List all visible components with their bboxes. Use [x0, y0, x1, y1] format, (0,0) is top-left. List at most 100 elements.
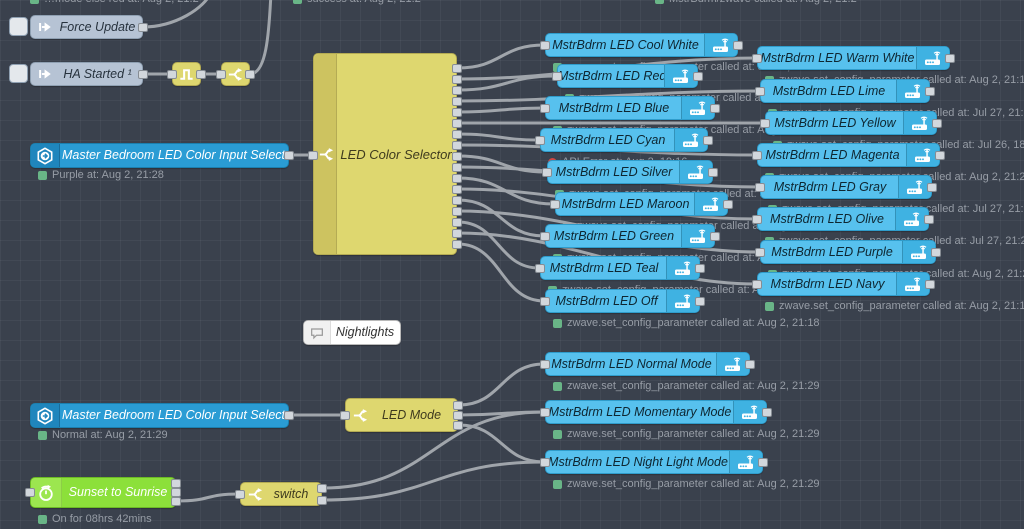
input-port[interactable]: [542, 167, 552, 177]
output-port[interactable]: [924, 214, 934, 224]
input-port[interactable]: [167, 69, 177, 79]
output-port[interactable]: [171, 478, 181, 488]
input-port[interactable]: [540, 407, 550, 417]
output-port[interactable]: [171, 487, 181, 497]
output-port[interactable]: [758, 457, 768, 467]
output-port[interactable]: [452, 74, 462, 84]
output-port[interactable]: [452, 151, 462, 161]
output-port[interactable]: [733, 40, 743, 50]
node-yellow[interactable]: MstrBdrm LED Yellow: [765, 111, 937, 135]
input-port[interactable]: [535, 263, 545, 273]
output-port[interactable]: [452, 118, 462, 128]
output-port[interactable]: [453, 400, 463, 410]
input-port[interactable]: [540, 103, 550, 113]
node-cool-white[interactable]: MstrBdrm LED Cool White: [545, 33, 738, 57]
output-port[interactable]: [317, 495, 327, 505]
input-port[interactable]: [755, 182, 765, 192]
output-port[interactable]: [693, 71, 703, 81]
node-switch-bottom[interactable]: switch: [240, 482, 322, 506]
output-port[interactable]: [452, 129, 462, 139]
output-port[interactable]: [695, 263, 705, 273]
output-port[interactable]: [452, 85, 462, 95]
output-port[interactable]: [710, 103, 720, 113]
inject-button[interactable]: [9, 64, 28, 83]
input-port[interactable]: [308, 150, 318, 160]
input-port[interactable]: [752, 279, 762, 289]
output-port[interactable]: [453, 420, 463, 430]
node-olive[interactable]: MstrBdrm LED Olive: [757, 207, 929, 231]
output-port[interactable]: [452, 239, 462, 249]
output-port[interactable]: [925, 279, 935, 289]
output-port[interactable]: [452, 107, 462, 117]
output-port[interactable]: [695, 296, 705, 306]
input-port[interactable]: [540, 296, 550, 306]
node-navy[interactable]: MstrBdrm LED Navy: [757, 272, 930, 296]
output-port[interactable]: [245, 69, 255, 79]
input-port[interactable]: [752, 150, 762, 160]
output-port[interactable]: [138, 69, 148, 79]
output-port[interactable]: [708, 167, 718, 177]
node-maroon[interactable]: MstrBdrm LED Maroon: [555, 192, 728, 216]
input-port[interactable]: [535, 135, 545, 145]
output-port[interactable]: [453, 410, 463, 420]
input-port[interactable]: [216, 69, 226, 79]
output-port[interactable]: [452, 228, 462, 238]
output-port[interactable]: [723, 199, 733, 209]
input-port[interactable]: [540, 40, 550, 50]
input-port[interactable]: [550, 199, 560, 209]
node-input-select-top[interactable]: Master Bedroom LED Color Input Select: [30, 143, 289, 168]
node-selector[interactable]: LED Color Selector: [313, 53, 457, 255]
output-port[interactable]: [284, 410, 294, 420]
output-port[interactable]: [945, 53, 955, 63]
output-port[interactable]: [196, 69, 206, 79]
input-port[interactable]: [552, 71, 562, 81]
output-port[interactable]: [138, 22, 148, 32]
input-port[interactable]: [540, 359, 550, 369]
output-port[interactable]: [762, 407, 772, 417]
output-port[interactable]: [452, 162, 462, 172]
output-port[interactable]: [452, 184, 462, 194]
node-ha-started[interactable]: HA Started ¹: [30, 62, 143, 86]
input-port[interactable]: [755, 247, 765, 257]
output-port[interactable]: [452, 96, 462, 106]
output-port[interactable]: [317, 483, 327, 493]
output-port[interactable]: [284, 150, 294, 160]
output-port[interactable]: [710, 231, 720, 241]
input-port[interactable]: [340, 410, 350, 420]
input-port[interactable]: [755, 86, 765, 96]
output-port[interactable]: [925, 86, 935, 96]
node-red[interactable]: MstrBdrm LED Red: [557, 64, 698, 88]
output-port[interactable]: [452, 173, 462, 183]
node-magenta[interactable]: MstrBdrm LED Magenta: [757, 143, 940, 167]
input-port[interactable]: [760, 118, 770, 128]
node-lime[interactable]: MstrBdrm LED Lime: [760, 79, 930, 103]
input-port[interactable]: [25, 487, 35, 497]
node-normal-mode[interactable]: MstrBdrm LED Normal Mode: [545, 352, 750, 376]
node-green[interactable]: MstrBdrm LED Green: [545, 224, 715, 248]
node-nightlight-mode[interactable]: MstrBdrm LED Night Light Mode: [545, 450, 763, 474]
output-port[interactable]: [703, 135, 713, 145]
output-port[interactable]: [171, 496, 181, 506]
output-port[interactable]: [452, 140, 462, 150]
output-port[interactable]: [932, 118, 942, 128]
node-blue[interactable]: MstrBdrm LED Blue: [545, 96, 715, 120]
input-port[interactable]: [540, 231, 550, 241]
input-port[interactable]: [752, 53, 762, 63]
node-off[interactable]: MstrBdrm LED Off: [545, 289, 700, 313]
node-warm-white[interactable]: MstrBdrm LED Warm White: [757, 46, 950, 70]
input-port[interactable]: [235, 489, 245, 499]
node-sunset[interactable]: Sunset to Sunrise: [30, 477, 176, 508]
output-port[interactable]: [452, 63, 462, 73]
output-port[interactable]: [452, 206, 462, 216]
node-nightlights[interactable]: Nightlights: [303, 320, 401, 345]
output-port[interactable]: [452, 195, 462, 205]
node-force-update[interactable]: Force Update: [30, 15, 143, 39]
input-port[interactable]: [540, 457, 550, 467]
node-purple[interactable]: MstrBdrm LED Purple: [760, 240, 936, 264]
output-port[interactable]: [935, 150, 945, 160]
node-momentary-mode[interactable]: MstrBdrm LED Momentary Mode: [545, 400, 767, 424]
output-port[interactable]: [452, 217, 462, 227]
node-led-mode[interactable]: LED Mode: [345, 398, 458, 432]
node-input-select-bottom[interactable]: Master Bedroom LED Color Input Select: [30, 403, 289, 428]
